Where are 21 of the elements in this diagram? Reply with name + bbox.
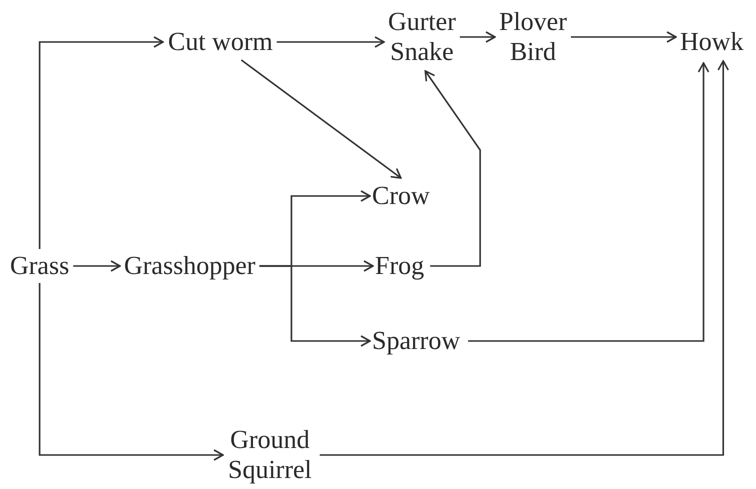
arrow	[276, 36, 385, 48]
arrow	[570, 31, 677, 43]
arrow	[320, 60, 730, 456]
arrow	[38, 36, 164, 249]
species-label: Crow	[372, 181, 430, 211]
arrow	[468, 62, 710, 342]
arrow	[73, 260, 121, 272]
species-label: Cut worm	[168, 27, 273, 57]
arrow	[259, 265, 371, 347]
arrow	[38, 283, 224, 461]
species-label: Frog	[375, 251, 424, 281]
species-label: Howk	[680, 27, 744, 57]
arrow	[460, 31, 496, 43]
arrow	[240, 59, 402, 179]
species-label: Ground Squirrel	[228, 425, 312, 485]
species-label: Grasshopper	[124, 251, 256, 281]
species-label: Sparrow	[372, 326, 460, 356]
species-label: Gurter Snake	[388, 7, 456, 67]
species-label: Plover Bird	[499, 7, 567, 67]
species-label: Grass	[10, 251, 70, 281]
arrow	[424, 70, 481, 267]
